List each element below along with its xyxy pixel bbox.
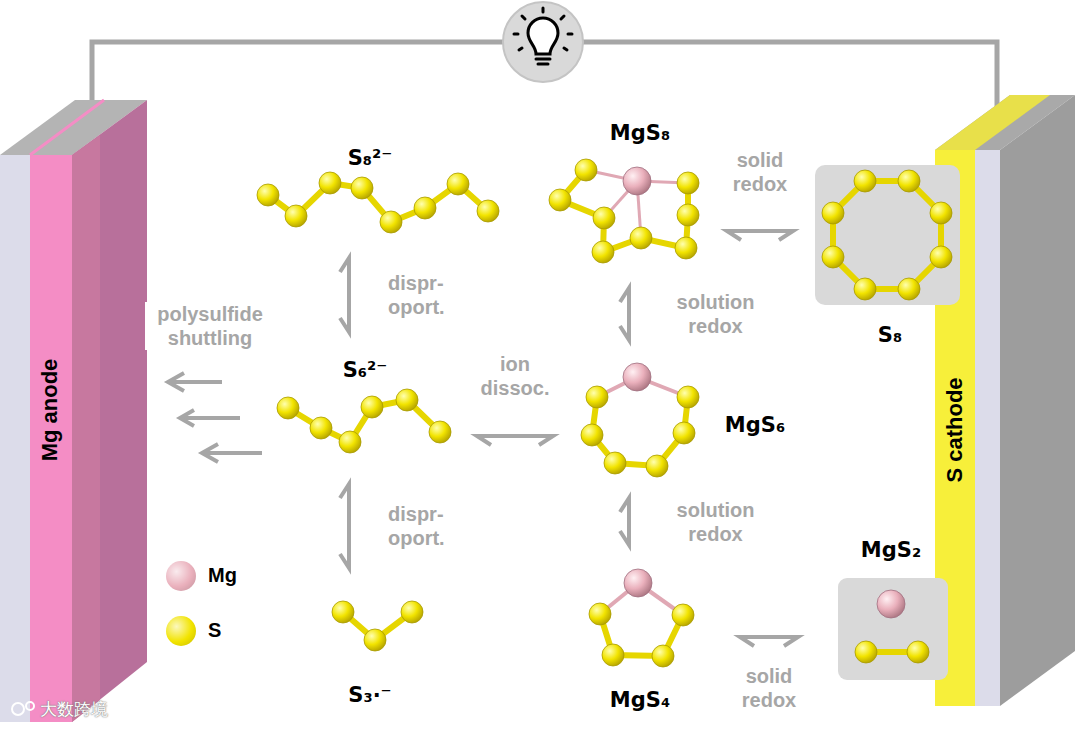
- legend-swatch: [166, 616, 196, 646]
- edge-label: solid redox: [729, 664, 809, 712]
- equilibrium-arrow: [477, 436, 553, 445]
- arrow-stroke: [340, 258, 349, 332]
- wire: [581, 42, 997, 128]
- arrow: [180, 410, 240, 426]
- anode-slab: [0, 100, 147, 722]
- species: MgS₄: [575, 565, 700, 718]
- arrow-stroke: [477, 436, 553, 445]
- equilibrium-arrow: [340, 484, 349, 568]
- solid-species: S₈: [815, 165, 960, 355]
- arrow-stroke: [727, 231, 793, 240]
- arrow-stroke: [620, 498, 629, 545]
- arrow-stroke: [340, 484, 349, 568]
- arrow-stroke: [620, 288, 629, 340]
- arrow-stroke: [340, 484, 349, 568]
- arrow-stroke: [477, 436, 553, 445]
- species: MgS₆: [575, 360, 800, 478]
- wire: [92, 42, 505, 120]
- species-label: S₆²⁻: [343, 358, 388, 382]
- species-label: MgS₂: [861, 538, 921, 562]
- equilibrium-arrow: [740, 637, 798, 646]
- species: MgS₈: [548, 113, 705, 268]
- electrode-label: Mg anode: [37, 359, 63, 462]
- solid-species: MgS₂: [838, 532, 948, 680]
- arrow-stroke: [740, 637, 798, 646]
- legend-text: S: [208, 619, 221, 642]
- species: S₃·⁻: [315, 598, 430, 713]
- edge-label: ion dissoc.: [473, 352, 558, 400]
- species-label: S₃·⁻: [348, 683, 391, 707]
- arrow-stroke: [740, 637, 798, 646]
- watermark: 大数跨境: [40, 698, 108, 721]
- solid-mgs2-box: [838, 578, 948, 680]
- equilibrium-arrow: [620, 288, 629, 340]
- species: S₆²⁻: [275, 352, 455, 454]
- legend-swatch: [166, 561, 196, 591]
- watermark-icon: [12, 702, 34, 715]
- edge-label: dispr- oport.: [388, 502, 468, 550]
- bulb-disc: [503, 2, 583, 82]
- arrow-stroke: [727, 231, 793, 240]
- s3-radical-molecule: [332, 601, 423, 651]
- edge-label: solid redox: [720, 148, 800, 196]
- species-label: S₈²⁻: [348, 146, 393, 170]
- electrode-label: S cathode: [942, 377, 968, 482]
- bulb-icon: [514, 8, 572, 64]
- cathode-band: S cathode: [935, 95, 1075, 706]
- s8-dianion-molecule: [257, 172, 499, 233]
- species-label: MgS₆: [725, 413, 785, 437]
- s6-dianion-molecule: [277, 389, 451, 453]
- mgs6-molecule: [581, 363, 699, 477]
- equilibrium-arrow: [727, 231, 793, 240]
- equilibrium-arrow: [620, 498, 629, 545]
- mgs4-molecule: [589, 569, 694, 667]
- shuttle-arrows: [168, 373, 262, 462]
- species-label: MgS₈: [610, 121, 670, 145]
- mgs8-molecule: [549, 159, 699, 263]
- arrow-stroke: [180, 416, 240, 420]
- species-label: S₈: [878, 323, 902, 347]
- legend: MgS: [166, 548, 237, 658]
- arrow-stroke: [620, 288, 629, 340]
- arrow-stroke: [620, 498, 629, 545]
- solid-s8-box: [815, 165, 960, 305]
- legend-text: Mg: [208, 564, 237, 587]
- anode-band: Mg anode: [0, 100, 145, 720]
- species: S₈²⁻: [255, 138, 500, 238]
- edge-label: polysulfide shuttling: [145, 302, 275, 350]
- arrow-stroke: [180, 410, 194, 426]
- arrow-stroke: [340, 258, 349, 332]
- s8-ring-molecule: [822, 170, 952, 300]
- edge-label: dispr- oport.: [388, 271, 468, 319]
- legend-row: Mg: [166, 548, 237, 603]
- edge-label: solution redox: [668, 498, 763, 546]
- species-label: MgS₄: [610, 688, 670, 712]
- mgs2-solid: [855, 590, 929, 663]
- equilibrium-arrow: [340, 258, 349, 332]
- edge-label: solution redox: [668, 290, 763, 338]
- legend-row: S: [166, 603, 237, 658]
